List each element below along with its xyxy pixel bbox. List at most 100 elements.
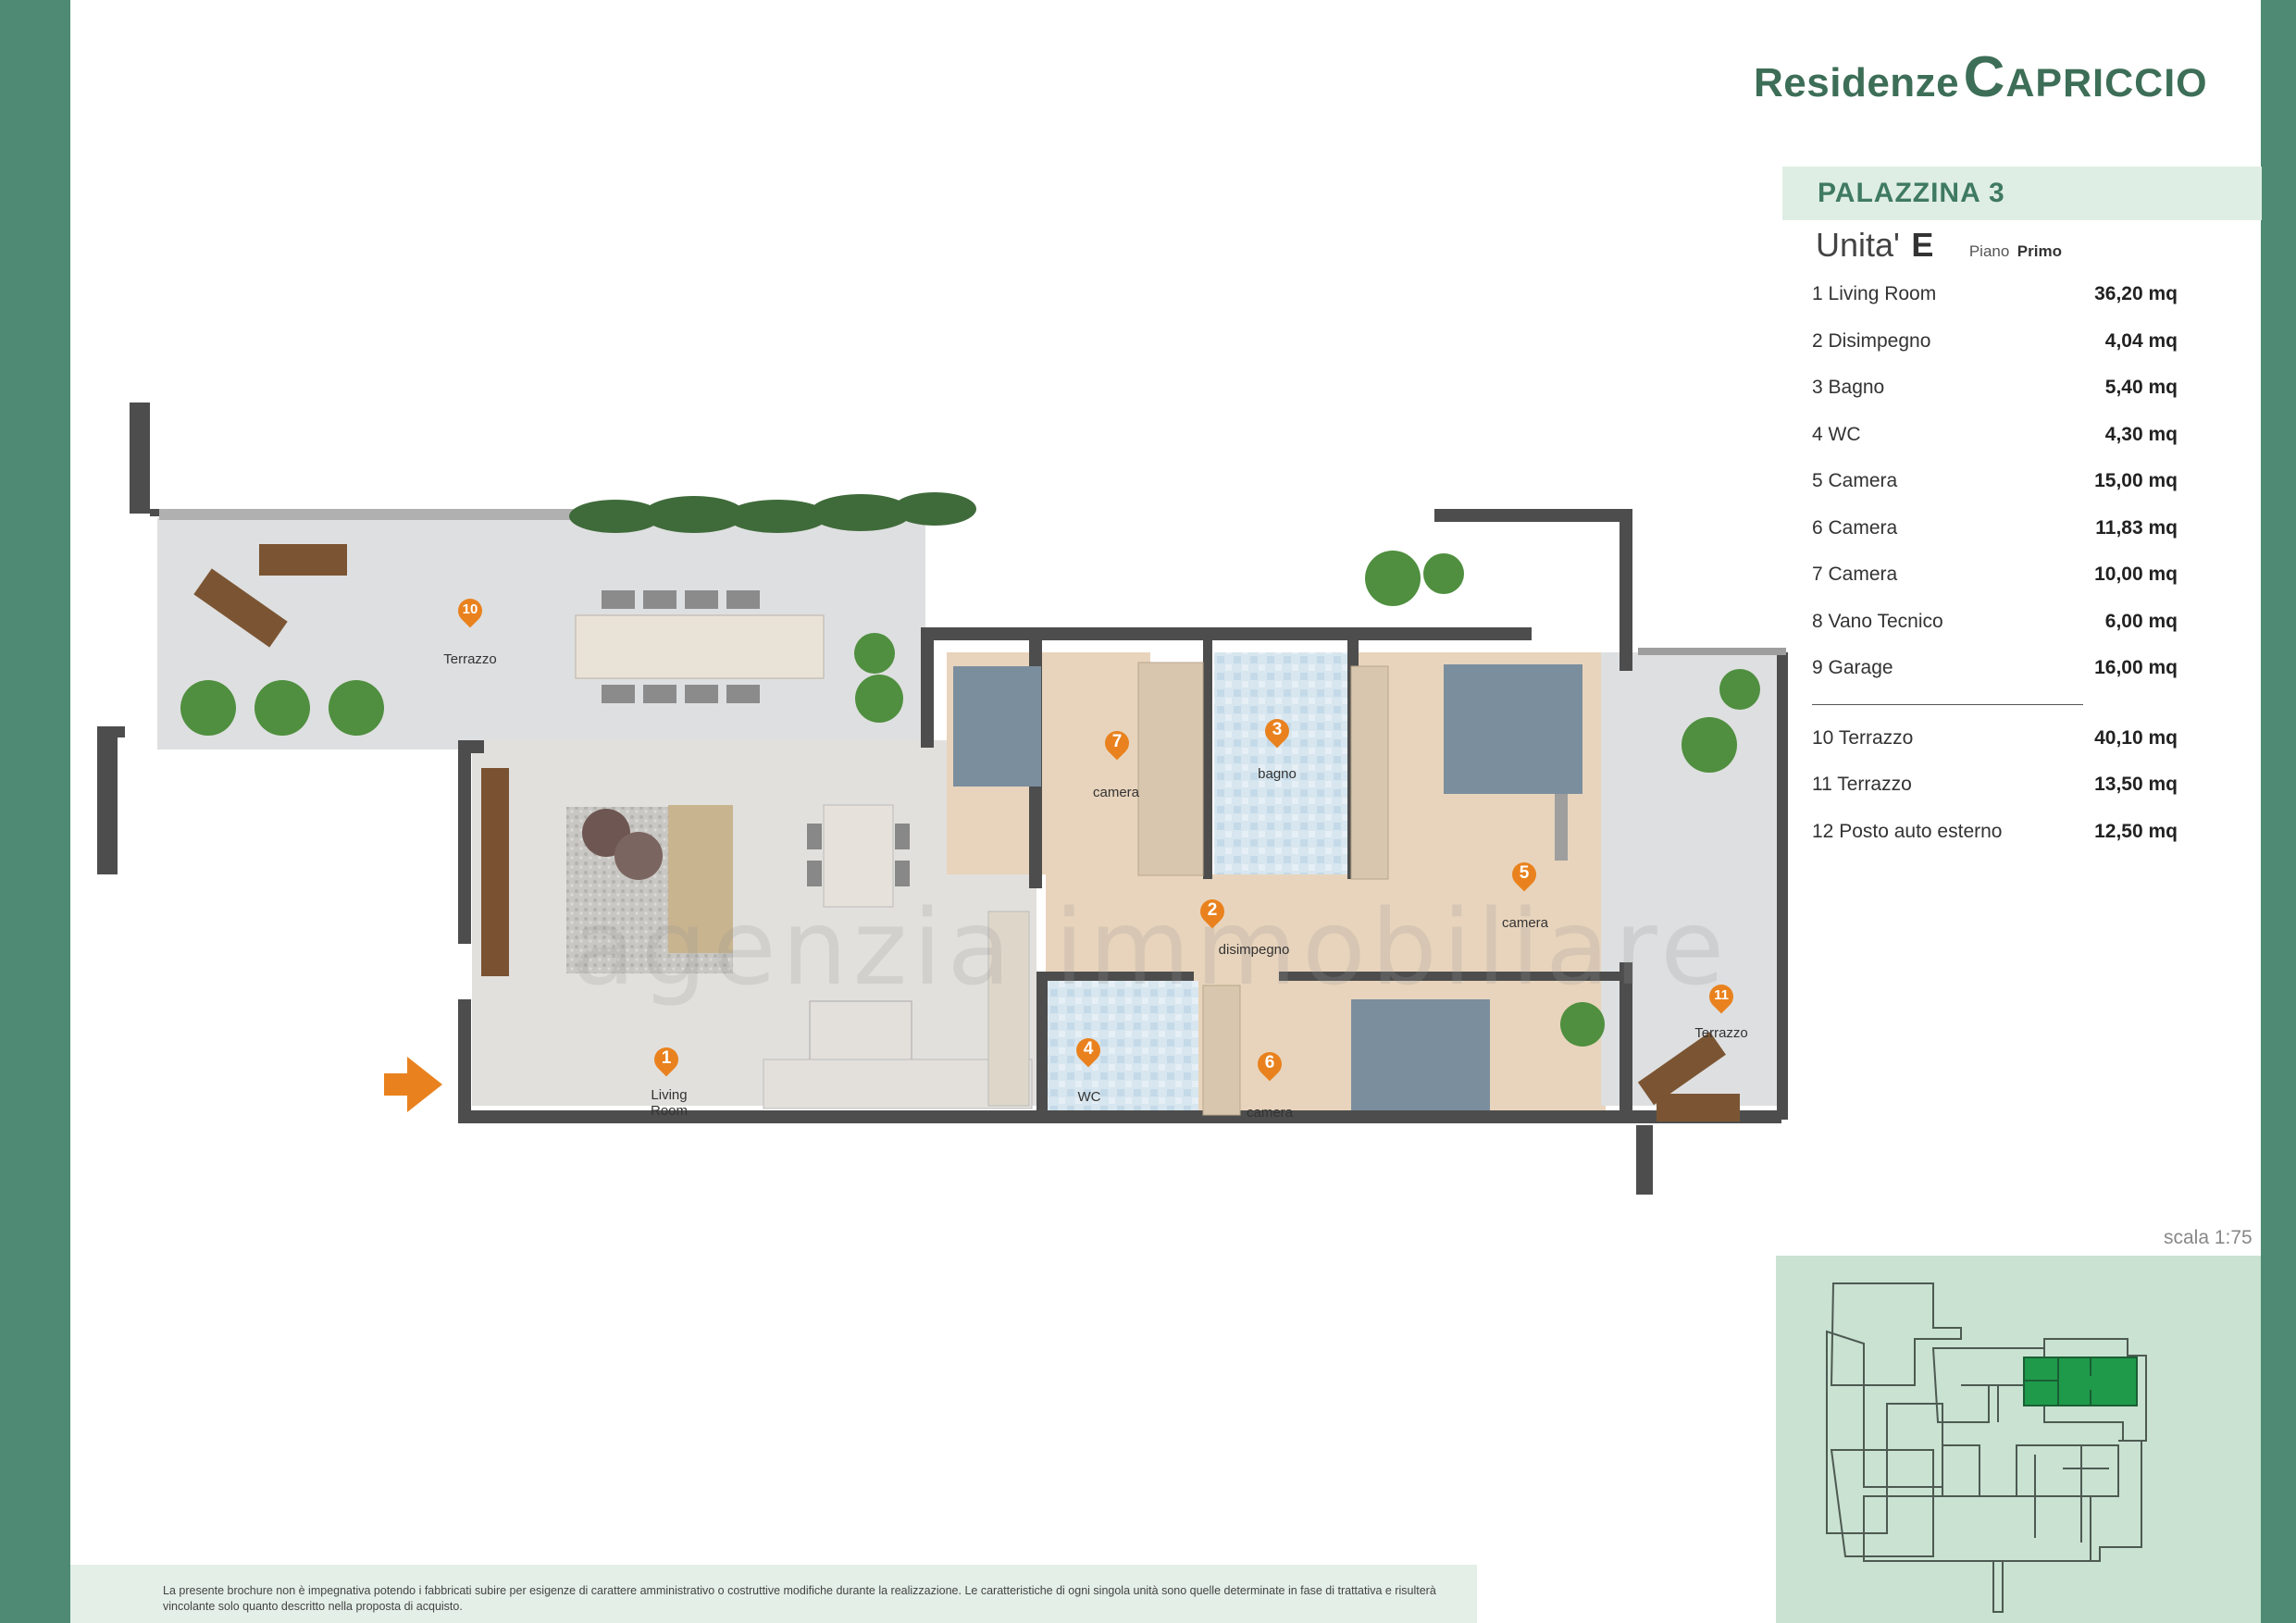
room-label: bagno	[1222, 766, 1333, 782]
chair	[602, 685, 635, 703]
area-name: 4 WC	[1812, 423, 1861, 445]
chair	[807, 824, 822, 849]
keyplan-block	[1992, 1440, 2142, 1613]
living-room-floor	[472, 740, 1036, 1106]
shrub	[854, 633, 895, 674]
unit-header: Unita' E Piano Primo	[1816, 226, 2062, 265]
marker-number: 1	[661, 1048, 672, 1068]
tv-unit	[481, 768, 509, 976]
room-label-text: disimpegno	[1218, 942, 1290, 958]
wardrobe	[1350, 665, 1389, 880]
shrub	[1423, 553, 1464, 594]
shrub	[180, 680, 236, 736]
floor-plan-drawing	[97, 403, 1788, 1195]
area-value: 5,40 mq	[2104, 377, 2178, 398]
room-marker: 6	[1252, 1047, 1287, 1085]
chair	[895, 824, 910, 849]
wall	[1620, 509, 1632, 671]
deck-chair	[193, 568, 288, 648]
kitchen-island	[809, 1000, 912, 1062]
room-marker: 11	[1704, 979, 1739, 1018]
area-name: 12 Posto auto esterno	[1812, 820, 2003, 842]
wall	[1203, 638, 1212, 879]
wall	[458, 740, 471, 944]
chair	[602, 590, 635, 609]
marker-number: 11	[1714, 987, 1729, 1003]
room-label: WC	[1034, 1089, 1145, 1105]
wall	[1636, 1110, 1649, 1118]
footer-disclaimer: La presente brochure non è impegnativa p…	[70, 1565, 1477, 1623]
shrub	[1682, 717, 1737, 773]
keyplan-block	[2043, 1338, 2147, 1442]
chair	[643, 590, 676, 609]
wall	[1636, 1125, 1653, 1195]
room-label-text: WC	[1077, 1089, 1101, 1105]
room-label: Terrazzo	[1666, 1025, 1777, 1041]
marker-number: 7	[1111, 732, 1123, 751]
wardrobe	[1137, 662, 1204, 876]
railing	[1638, 648, 1786, 655]
room-marker: 5	[1507, 857, 1542, 896]
area-value: 10,00 mq	[2094, 564, 2178, 585]
area-name: 6 Camera	[1812, 516, 1898, 539]
kitchen-counter	[763, 1059, 1033, 1109]
room-marker: 10	[453, 593, 488, 632]
keyplan-block	[1961, 1384, 1999, 1422]
shrub	[855, 675, 903, 723]
watermark: agenzia immobiliare	[572, 888, 1731, 1009]
dining-table	[823, 804, 894, 908]
shrub	[1560, 1002, 1605, 1047]
room-label-text: bagno	[1258, 766, 1297, 782]
sofa	[668, 805, 733, 953]
shrub	[1365, 551, 1421, 606]
room-marker: 2	[1195, 894, 1230, 933]
wall	[921, 627, 1532, 640]
hallway-floor	[1046, 874, 1360, 985]
unit-label: Unita'	[1816, 226, 1900, 264]
area-value: 6,00 mq	[2104, 610, 2178, 632]
area-name: 1 Living Room	[1812, 283, 1937, 304]
area-name: 8 Vano Tecnico	[1812, 610, 1943, 632]
area-value: 4,30 mq	[2104, 423, 2178, 445]
area-name: 5 Camera	[1812, 470, 1898, 491]
hedge	[810, 494, 912, 531]
marker-number: 5	[1519, 863, 1530, 883]
wall	[1777, 652, 1788, 1120]
bed	[1444, 664, 1582, 794]
area-row: 3 Bagno 5,40 mq	[1812, 377, 2178, 424]
chair	[726, 590, 760, 609]
room-marker: 4	[1071, 1033, 1106, 1072]
hedge	[893, 492, 976, 526]
wall	[921, 627, 934, 748]
area-name: 10 Terrazzo	[1812, 726, 1914, 749]
area-name: 7 Camera	[1812, 564, 1898, 585]
wall	[97, 726, 118, 874]
wall	[150, 509, 161, 516]
wall	[1036, 972, 1048, 1120]
floor-value: Primo	[2017, 242, 2062, 260]
right-sidebar-band	[2261, 0, 2296, 1623]
wardrobe	[1202, 985, 1241, 1116]
side-table	[614, 832, 663, 880]
wall	[1036, 972, 1194, 981]
area-value: 12,50 mq	[2094, 820, 2178, 842]
brand-logo: Residenze Capriccio	[1754, 44, 2208, 110]
area-name: 11 Terrazzo	[1812, 774, 1912, 795]
keyplan-block	[1830, 1282, 1962, 1386]
area-divider	[1812, 703, 2083, 705]
disclaimer-text: La presente brochure non è impegnativa p…	[163, 1584, 1436, 1613]
chair	[807, 861, 822, 886]
room-label: camera	[1214, 1105, 1325, 1121]
keyplan-unit-walls	[2024, 1357, 2091, 1406]
chair	[643, 685, 676, 703]
keyplan-block	[2016, 1444, 2119, 1497]
area-name: 3 Bagno	[1812, 377, 1885, 398]
keyplan-block	[1942, 1444, 1980, 1497]
room-label-text: Terrazzo	[1694, 1025, 1748, 1041]
building-header: PALAZZINA 3	[1782, 167, 2262, 220]
hedge	[569, 500, 662, 533]
chair	[726, 685, 760, 703]
